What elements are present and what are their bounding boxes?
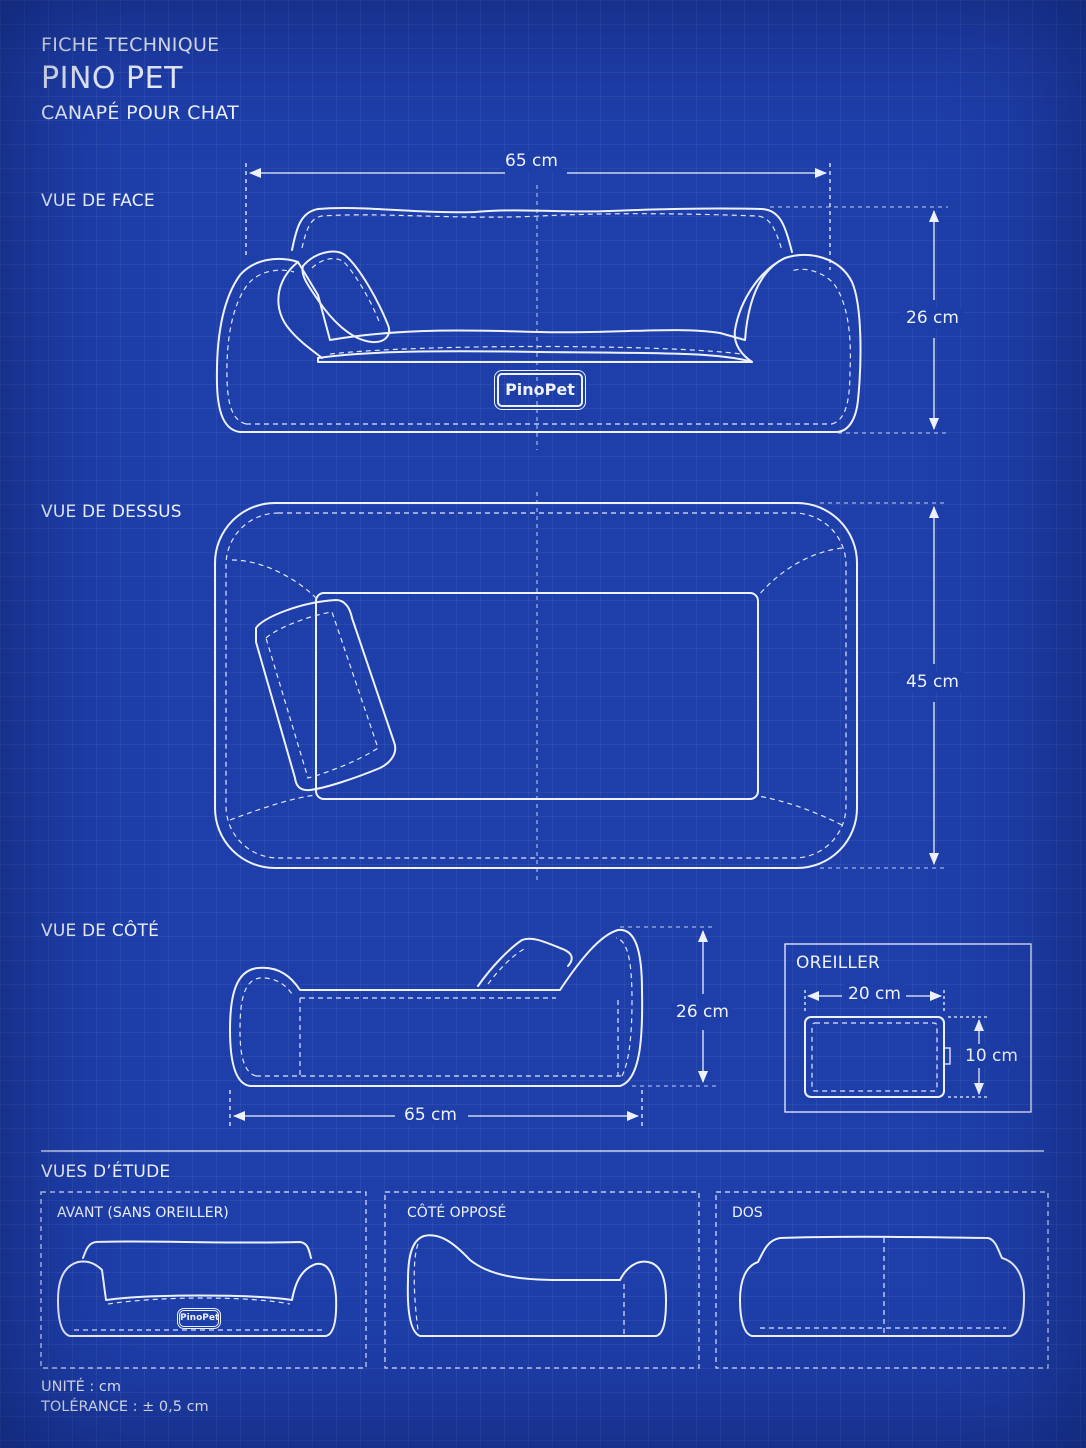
unit-note: UNITÉ : cm (41, 1379, 121, 1395)
pillow-detail-drawing (784, 943, 1032, 1113)
study-panel-back-label: DOS (732, 1205, 763, 1221)
pinopet-logo: PinoPet (497, 373, 583, 407)
tolerance-note: TOLÉRANCE : ± 0,5 cm (41, 1399, 209, 1415)
product-name: PINO PET (41, 61, 183, 96)
front-width-dimension: 65 cm (501, 151, 562, 171)
front-height-dimension: 26 cm (902, 308, 963, 328)
side-width-dimension: 65 cm (400, 1105, 461, 1125)
top-depth-dimension: 45 cm (902, 672, 963, 692)
side-view-label: VUE DE CÔTÉ (41, 921, 160, 941)
pillow-height-dimension: 10 cm (961, 1046, 1022, 1066)
study-panels (40, 1191, 1049, 1369)
side-height-dimension: 26 cm (672, 1002, 733, 1022)
study-views-title: VUES D’ÉTUDE (41, 1162, 171, 1182)
product-subtitle: CANAPÉ POUR CHAT (41, 102, 240, 124)
front-view-drawing (215, 163, 948, 450)
pillow-label: OREILLER (796, 953, 881, 973)
study-panel-side-label: CÔTÉ OPPOSÉ (407, 1205, 507, 1221)
front-view-label: VUE DE FACE (41, 191, 155, 211)
study-panel-front-label: AVANT (SANS OREILLER) (57, 1205, 229, 1221)
top-view-drawing (214, 492, 948, 880)
study-pinopet-logo: PinoPet (179, 1310, 219, 1327)
top-view-label: VUE DE DESSUS (41, 502, 182, 522)
side-view-drawing (229, 926, 716, 1128)
pillow-width-dimension: 20 cm (844, 984, 905, 1004)
sheet-kicker: FICHE TECHNIQUE (41, 34, 220, 56)
